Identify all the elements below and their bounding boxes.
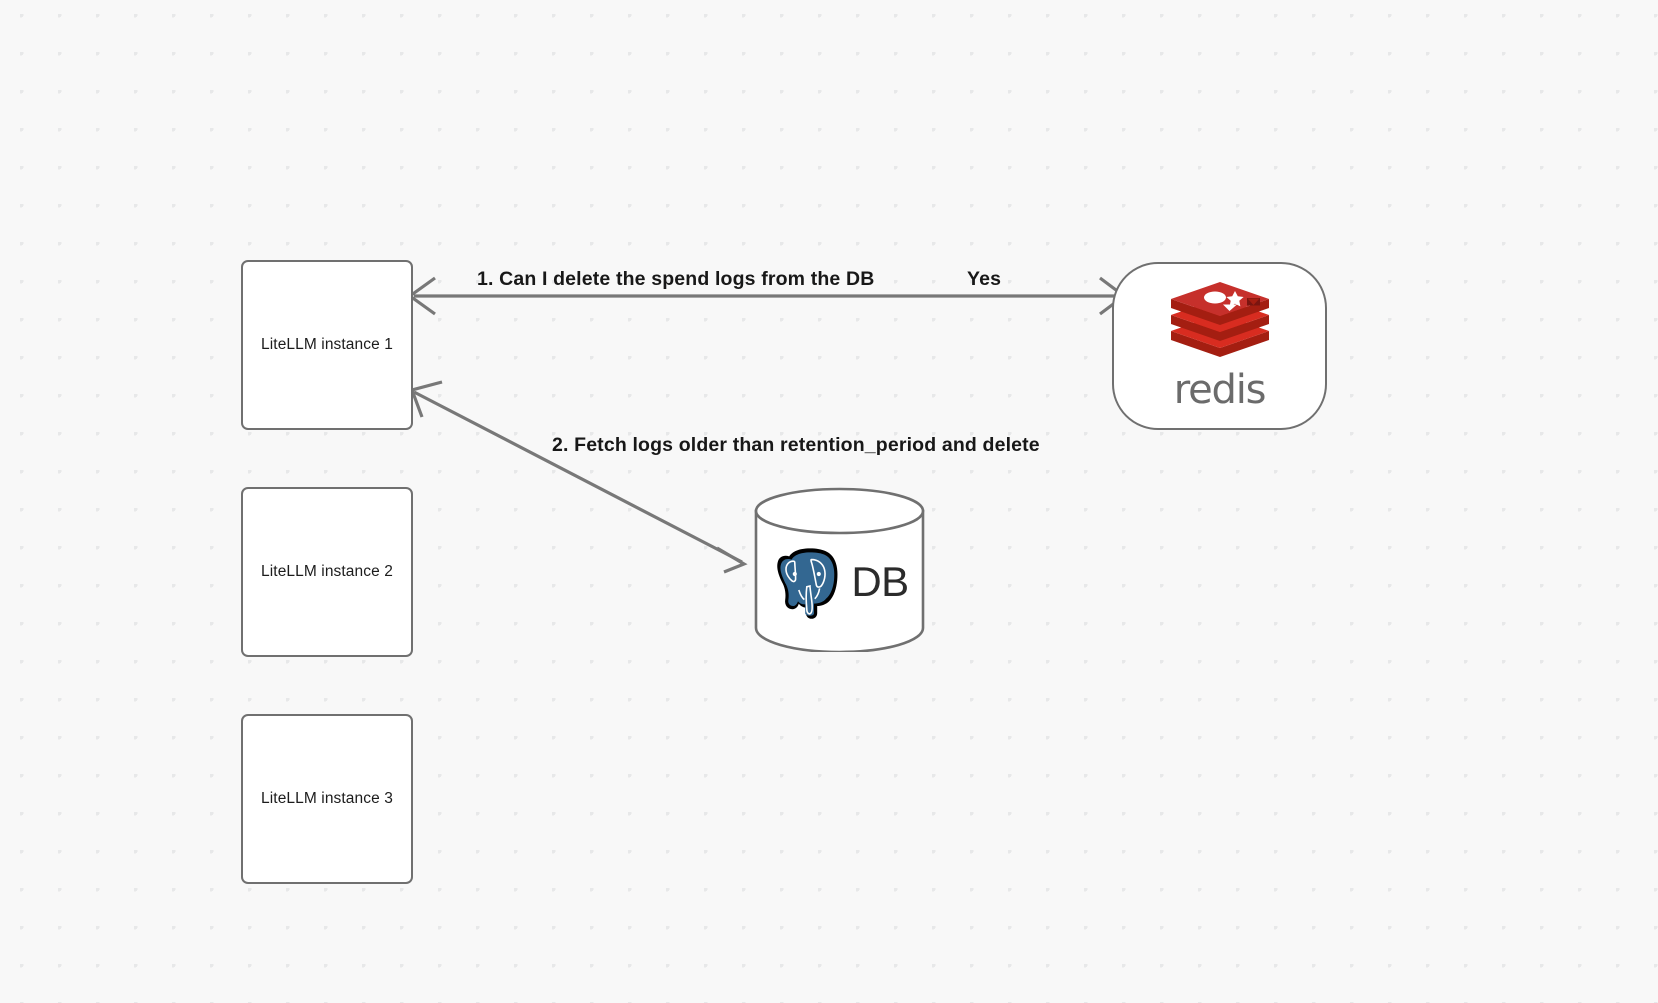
edge-label-step-2: 2. Fetch logs older than retention_perio…: [552, 434, 1040, 456]
cylinder-shape: [754, 487, 925, 652]
db-logo-group: DB: [752, 499, 927, 664]
node-litellm-instance-2[interactable]: LiteLLM instance 2: [241, 487, 413, 657]
postgresql-elephant-icon: [777, 547, 838, 619]
edge-instance1-redis-arrowhead-left: [407, 276, 436, 316]
edge-db-instance1-arrowhead-upleft: [409, 380, 443, 418]
node-label-instance-1: LiteLLM instance 1: [261, 336, 393, 353]
node-database[interactable]: DB: [752, 487, 927, 652]
redis-wordmark: redis: [1173, 366, 1267, 413]
redis-logo-group: redis: [1167, 279, 1273, 410]
edge-label-yes: Yes: [967, 268, 1002, 290]
node-litellm-instance-1[interactable]: LiteLLM instance 1: [241, 260, 413, 430]
db-label: DB: [851, 557, 909, 605]
redis-logo-icon: [1170, 281, 1269, 357]
node-label-instance-3: LiteLLM instance 3: [261, 790, 393, 807]
node-label-instance-2: LiteLLM instance 2: [261, 563, 393, 580]
node-redis[interactable]: redis: [1112, 262, 1327, 430]
edge-db-instance1-line: [413, 390, 743, 564]
edge-label-step-1: 1. Can I delete the spend logs from the …: [477, 268, 875, 290]
edge-db-instance1-arrowhead-downright: [716, 546, 748, 574]
node-litellm-instance-3[interactable]: LiteLLM instance 3: [241, 714, 413, 884]
